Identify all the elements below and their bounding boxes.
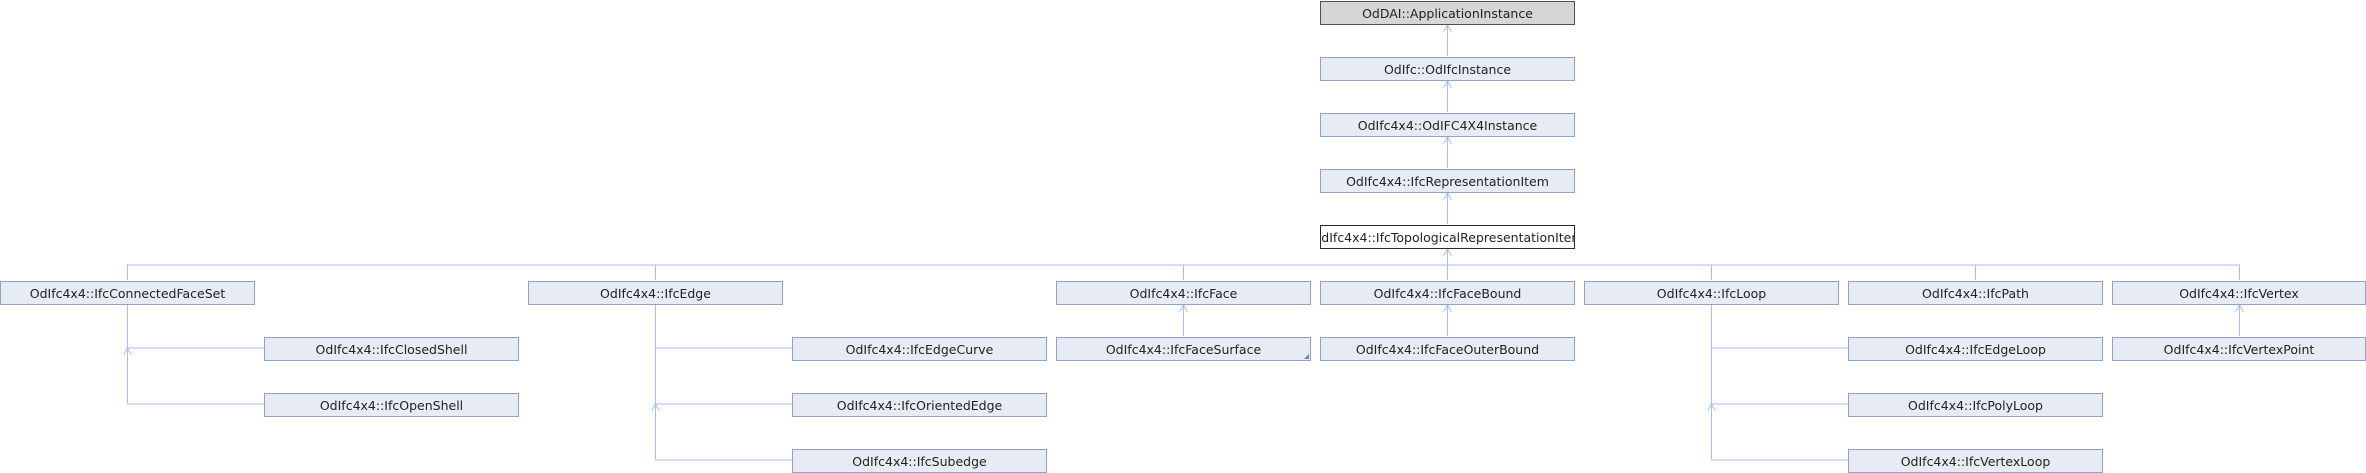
node-vertex-loop[interactable]: OdIfc4x4::IfcVertexLoop bbox=[1848, 449, 2103, 473]
edge-shells-to-connectedfaceset bbox=[128, 305, 264, 405]
node-edge-loop[interactable]: OdIfc4x4::IfcEdgeLoop bbox=[1848, 337, 2103, 361]
node-loop[interactable]: OdIfc4x4::IfcLoop bbox=[1584, 281, 1839, 305]
node-vertex[interactable]: OdIfc4x4::IfcVertex bbox=[2112, 281, 2366, 305]
node-face-bound[interactable]: OdIfc4x4::IfcFaceBound bbox=[1320, 281, 1575, 305]
node-vertex-point[interactable]: OdIfc4x4::IfcVertexPoint bbox=[2112, 337, 2366, 361]
node-edge-curve[interactable]: OdIfc4x4::IfcEdgeCurve bbox=[792, 337, 1047, 361]
node-poly-loop[interactable]: OdIfc4x4::IfcPolyLoop bbox=[1848, 393, 2103, 417]
node-face-surface-label: OdIfc4x4::IfcFaceSurface bbox=[1105, 341, 1262, 357]
node-path[interactable]: OdIfc4x4::IfcPath bbox=[1848, 281, 2103, 305]
edge-edgechildren-to-edge bbox=[656, 305, 792, 461]
node-topological-representation-item: OdIfc4x4::IfcTopologicalRepresentationIt… bbox=[1320, 225, 1575, 249]
node-closed-shell[interactable]: OdIfc4x4::IfcClosedShell bbox=[264, 337, 519, 361]
node-ifc4x4-instance[interactable]: OdIfc4x4::OdIFC4X4Instance bbox=[1320, 113, 1575, 137]
node-ifc-instance[interactable]: OdIfc::OdIfcInstance bbox=[1320, 57, 1575, 81]
node-connected-face-set[interactable]: OdIfc4x4::IfcConnectedFaceSet bbox=[0, 281, 255, 305]
node-oriented-edge[interactable]: OdIfc4x4::IfcOrientedEdge bbox=[792, 393, 1047, 417]
node-face-surface[interactable]: OdIfc4x4::IfcFaceSurface bbox=[1056, 337, 1311, 361]
node-application-instance: OdDAI::ApplicationInstance bbox=[1320, 1, 1575, 25]
more-subclasses-marker bbox=[1304, 354, 1309, 359]
node-edge[interactable]: OdIfc4x4::IfcEdge bbox=[528, 281, 783, 305]
node-representation-item[interactable]: OdIfc4x4::IfcRepresentationItem bbox=[1320, 169, 1575, 193]
edge-loopchildren-to-loop bbox=[1712, 305, 1848, 461]
node-face[interactable]: OdIfc4x4::IfcFace bbox=[1056, 281, 1311, 305]
node-face-outer-bound[interactable]: OdIfc4x4::IfcFaceOuterBound bbox=[1320, 337, 1575, 361]
edge-bus-topological bbox=[127, 264, 2240, 280]
node-subedge[interactable]: OdIfc4x4::IfcSubedge bbox=[792, 449, 1047, 473]
node-open-shell[interactable]: OdIfc4x4::IfcOpenShell bbox=[264, 393, 519, 417]
